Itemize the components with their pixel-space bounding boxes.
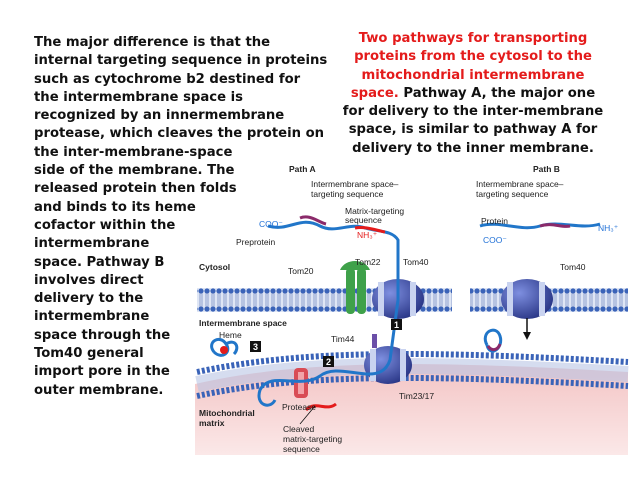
arrow-head-icon: [523, 332, 531, 340]
left-line: the inter-membrane-space: [34, 144, 233, 160]
left-line: import pore in the: [34, 364, 170, 380]
cleaved-label-3: sequence: [283, 444, 320, 454]
left-line: and binds to its heme: [34, 199, 196, 215]
step-2-marker: 2: [323, 356, 334, 367]
cleaved-leader-line: [299, 405, 316, 425]
svg-text:1: 1: [394, 320, 399, 330]
right-title-line: proteins from the cytosol to the: [354, 49, 592, 65]
left-line: Tom40 general: [34, 346, 144, 362]
tom22-label: Tom22: [355, 257, 381, 267]
svg-text:2: 2: [326, 357, 331, 367]
ims-seq-a-label-1: Intermembrane space–: [311, 179, 399, 189]
ims-targeting-seq-b: [539, 223, 571, 228]
left-line: released protein then folds: [34, 181, 237, 197]
tom20-label: Tom20: [288, 266, 314, 276]
left-line: space through the: [34, 327, 171, 343]
ims-seq-b-label-2: targeting sequence: [476, 189, 549, 199]
right-title-line: space.: [350, 85, 399, 101]
folded-protein-b-seq: [486, 343, 502, 352]
tim44: [372, 334, 377, 348]
tim23-17-label: Tim23/17: [399, 391, 434, 401]
protease-label: Protease: [282, 402, 316, 412]
nh3-a-label: NH₃⁺: [357, 230, 378, 240]
left-line: internal targeting sequence in proteins: [34, 53, 328, 69]
protein-label: Protein: [481, 216, 508, 226]
right-title-tail: Pathway A, the major one: [398, 85, 596, 101]
right-title-line: mitochondrial intermembrane: [361, 67, 585, 83]
right-title-line: Two pathways for transporting: [358, 31, 588, 46]
path-b-label: Path B: [533, 164, 560, 174]
preprotein-label: Preprotein: [236, 237, 275, 247]
right-body-line: for delivery to the inter-membrane: [342, 104, 604, 120]
ims-seq-b-label-1: Intermembrane space–: [476, 179, 564, 189]
left-line: intermembrane: [34, 236, 150, 252]
matrix-seq-label-2: sequence: [345, 215, 382, 225]
step-1-marker: 1: [391, 319, 402, 330]
left-line: intermembrane: [34, 309, 150, 325]
left-line: involves direct: [34, 272, 144, 288]
intermembrane-space-label: Intermembrane space: [199, 318, 287, 328]
left-line: space. Pathway B: [34, 254, 165, 270]
left-line: outer membrane.: [34, 382, 164, 398]
protease: [294, 368, 308, 398]
right-body-line: space, is similar to pathway A for: [348, 122, 598, 138]
right-mixed-line: space. Pathway A, the major one: [338, 85, 608, 103]
left-line: The major difference is that the: [34, 35, 271, 50]
right-paragraph: Two pathways for transporting proteins f…: [338, 30, 608, 158]
nh3-b-label: NH₃⁺: [598, 223, 619, 233]
svg-text:3: 3: [253, 342, 258, 352]
heme-label: Heme: [219, 330, 242, 340]
tom40-b-label: Tom40: [560, 262, 586, 272]
cleaved-sequence: [304, 402, 337, 412]
left-line: such as cytochrome b2 destined for: [34, 71, 301, 87]
left-line: protease, which cleaves the protein on: [34, 126, 325, 142]
coo-b-label: COO⁻: [483, 235, 507, 245]
ims-seq-a-label-2: targeting sequence: [311, 189, 384, 199]
tom40-channel-b: [501, 279, 553, 319]
folded-heme-protein: [210, 338, 239, 357]
step-3-marker: 3: [250, 341, 261, 352]
path-a-label: Path A: [289, 164, 316, 174]
matrix-targeting-seq-a: [354, 226, 386, 234]
ims-targeting-seq-a: [299, 215, 327, 226]
left-paragraph: The major difference is that the interna…: [34, 34, 339, 400]
right-body-line: delivery to the inner membrane.: [352, 140, 594, 156]
mito-matrix-label-2: matrix: [199, 418, 225, 428]
cytosol-label: Cytosol: [199, 262, 230, 272]
mito-matrix-label-1: Mitochondrial: [199, 408, 255, 418]
left-line: the intermembrane space is: [34, 89, 243, 105]
matrix-seq-label-1: Matrix-targeting: [345, 206, 404, 216]
left-line: side of the membrane. The: [34, 163, 235, 179]
left-line: recognized by an innermembrane: [34, 108, 285, 124]
left-line: cofactor within the: [34, 217, 176, 233]
tom40-a-label: Tom40: [403, 257, 429, 267]
cleaved-label-1: Cleaved: [283, 424, 314, 434]
left-line: delivery to the: [34, 291, 144, 307]
coo-a-label: COO⁻: [259, 219, 283, 229]
tom20-receptor: [340, 261, 370, 314]
tim44-label: Tim44: [331, 334, 355, 344]
preprotein-chain: [257, 220, 400, 407]
cleaved-label-2: matrix-targeting: [283, 434, 342, 444]
